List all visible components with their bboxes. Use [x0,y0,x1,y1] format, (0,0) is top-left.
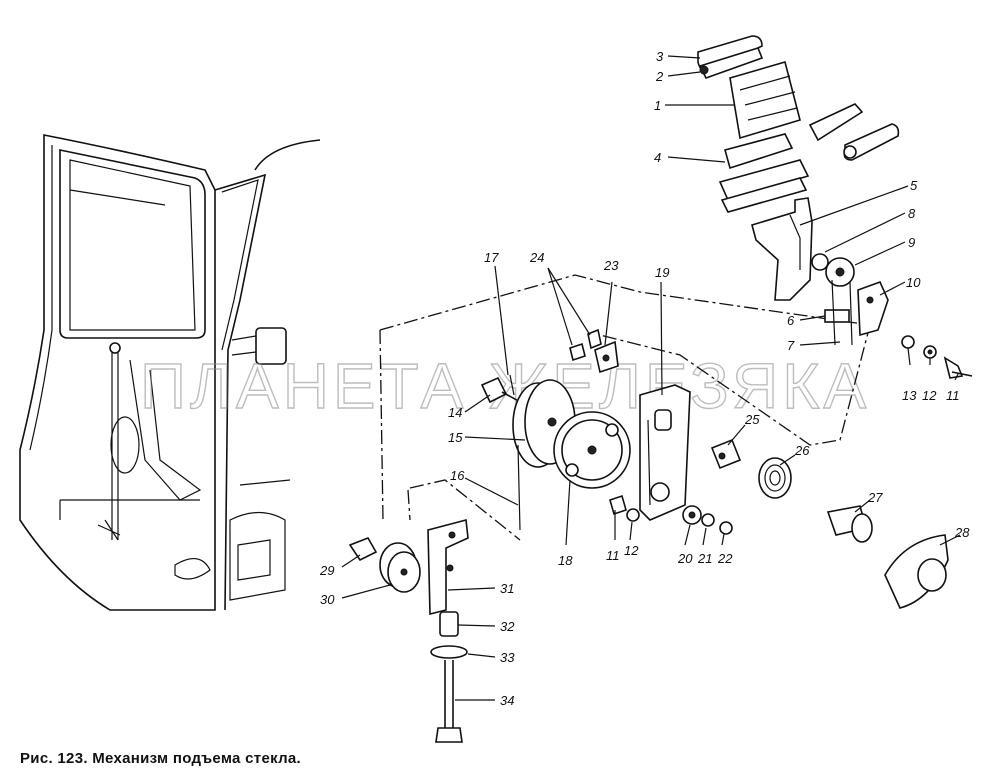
callout-31: 31 [500,581,514,596]
door-illustration [19,134,321,611]
callout-14: 14 [448,405,462,420]
fasteners-center [609,494,733,535]
callout-22: 22 [717,551,733,566]
callout-23: 23 [603,258,619,273]
callout-7: 7 [787,338,795,353]
watermark-text: ПЛАНЕТА ЖЕЛЕЗЯКА [140,350,870,422]
upper-bracket-assembly [751,197,889,346]
callout-21: 21 [697,551,712,566]
callout-33: 33 [500,650,515,665]
callout-1: 1 [654,98,661,113]
leader-lines [341,55,961,701]
callout-27: 27 [867,490,883,505]
misc-parts [710,438,949,609]
callout-11-center: 11 [606,548,620,563]
callout-32: 32 [500,619,515,634]
callout-26: 26 [794,443,810,458]
callout-13: 13 [902,388,917,403]
callout-19: 19 [655,265,669,280]
glass-channel-parts [697,35,900,213]
figure-caption: Рис. 123. Механизм подъема стекла. [20,750,302,767]
callout-labels: 3 2 1 4 5 8 9 10 6 7 13 12 11 14 15 16 1… [319,49,970,708]
callout-10: 10 [906,275,921,290]
callout-29: 29 [319,563,334,578]
callout-4: 4 [654,150,661,165]
callout-12-center: 12 [624,543,639,558]
callout-5: 5 [910,178,918,193]
callout-24: 24 [529,250,544,265]
callout-9: 9 [908,235,915,250]
callout-11-right: 11 [946,388,960,403]
callout-28: 28 [954,525,970,540]
fasteners-right [901,335,973,379]
callout-34: 34 [500,693,514,708]
cable-route [379,274,871,541]
callout-15: 15 [448,430,463,445]
small-brackets [509,328,619,396]
callout-3: 3 [656,49,664,64]
callout-6: 6 [787,313,795,328]
callout-17: 17 [484,250,499,265]
callout-30: 30 [320,592,335,607]
callout-25: 25 [744,412,760,427]
callout-16: 16 [450,468,465,483]
callout-20: 20 [677,551,693,566]
callout-18: 18 [558,553,573,568]
lower-pulley-assembly [348,518,469,743]
callout-8: 8 [908,206,916,221]
drum-and-sprocket [480,376,691,531]
callout-2: 2 [655,69,664,84]
callout-12-right: 12 [922,388,937,403]
